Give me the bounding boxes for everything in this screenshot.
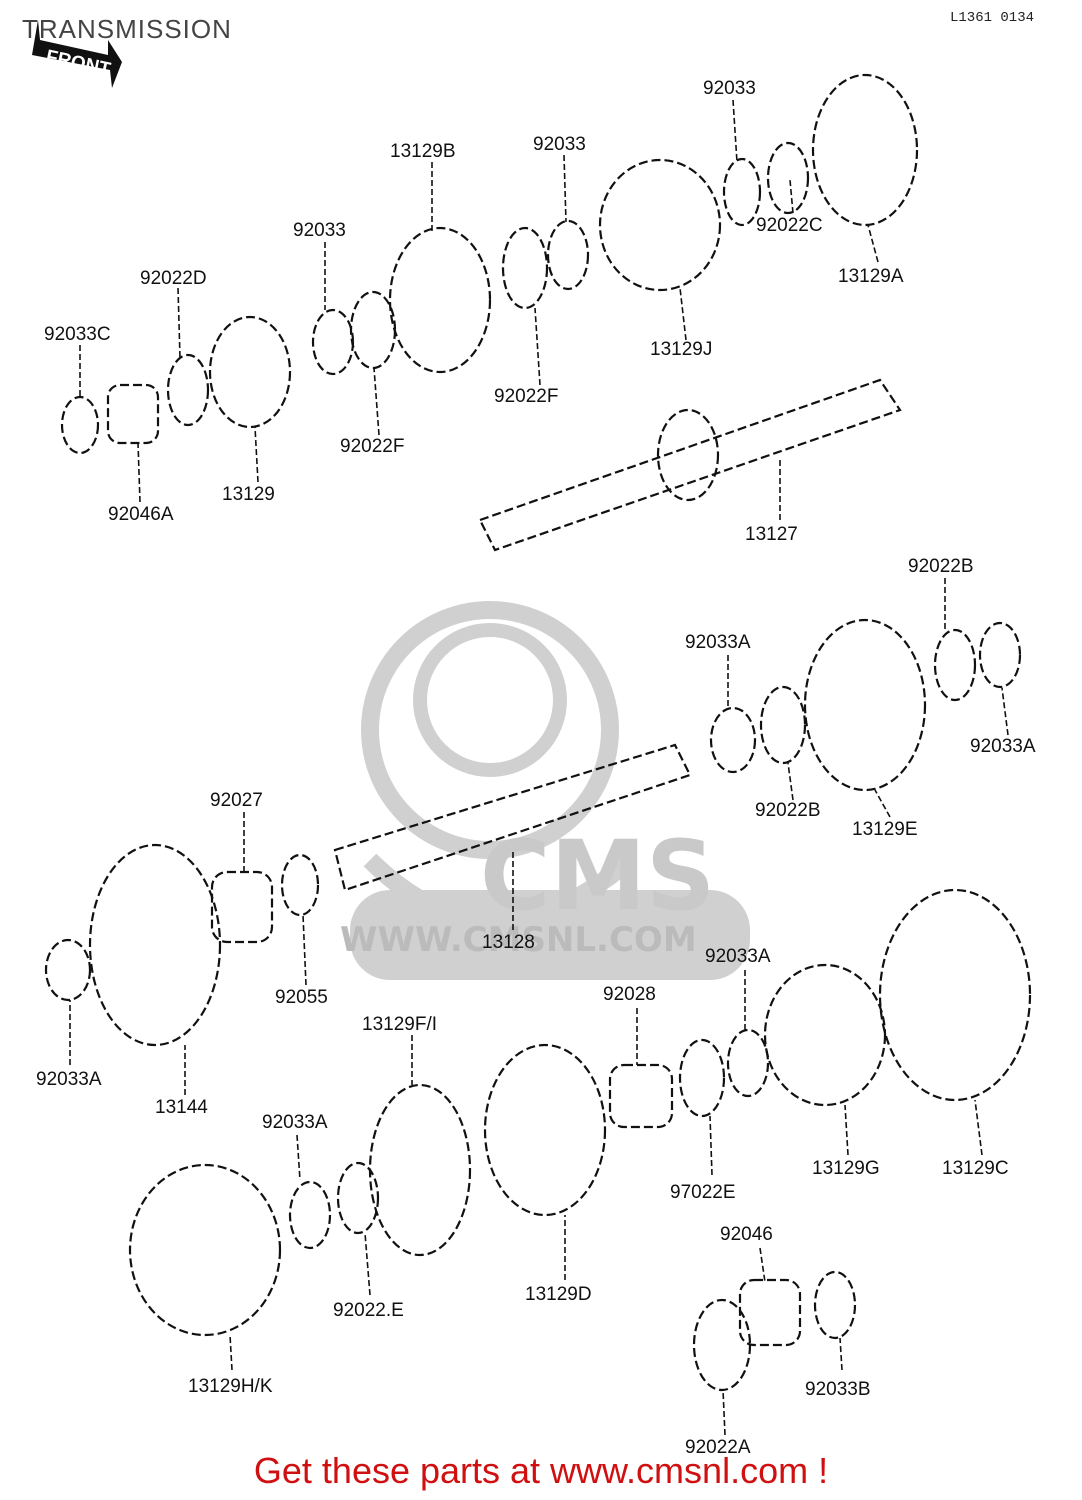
part-label: 13144 <box>155 1097 208 1118</box>
part-label: 13127 <box>745 524 798 545</box>
collar-92027-icon <box>210 870 274 944</box>
circlip-92033a-right-icon <box>978 621 1022 689</box>
gear-13129-icon <box>208 315 292 429</box>
needle-bearing-92046a-icon <box>106 383 160 445</box>
washer-92022f-a-icon <box>349 290 397 370</box>
gear-13129j-icon <box>598 158 722 292</box>
part-label: 13129G <box>812 1158 880 1179</box>
part-label: 92033A <box>262 1112 328 1133</box>
footer-cta-link[interactable]: Get these parts at www.cmsnl.com ! <box>253 1450 829 1491</box>
circlip-92033-a-icon <box>311 308 355 376</box>
bushing-92028-icon <box>608 1063 674 1129</box>
washer-97022e-icon <box>678 1038 726 1118</box>
circlip-92033c-icon <box>60 395 100 455</box>
circlip-92033a-mid-icon <box>726 1028 770 1098</box>
part-number-labels: 92033 13129B 92033 92033 92022D 92033C 9… <box>36 78 1036 1458</box>
shaft-13128-icon <box>333 743 692 892</box>
watermark-url: WWW.CMSNL.COM <box>340 920 697 960</box>
washer-92022b-b-icon <box>933 628 977 702</box>
part-label: 92022D <box>140 268 207 289</box>
watermark-logo: CMS <box>480 820 716 932</box>
gear-13129fi-icon <box>368 1083 472 1257</box>
washer-92022c-icon <box>766 141 810 215</box>
part-label: 92022B <box>755 800 821 821</box>
part-label: 92055 <box>275 987 328 1008</box>
part-label: 92033A <box>685 632 751 653</box>
part-label: 13129D <box>525 1284 592 1305</box>
gear-13129a-icon <box>811 73 919 227</box>
shaft-13127-icon <box>478 378 902 552</box>
part-label: 92033C <box>44 324 111 345</box>
gear-13129c-icon <box>878 888 1032 1102</box>
part-label: 13129J <box>650 339 712 360</box>
part-label: 13129B <box>390 141 456 162</box>
part-label: 92033 <box>703 78 756 99</box>
diagram-ref-code: L1361 0134 <box>950 10 1035 26</box>
washer-92022f-b-icon <box>501 226 549 310</box>
part-label: 92028 <box>603 984 656 1005</box>
part-label: 13129H/K <box>188 1376 273 1397</box>
gear-13129hk-icon <box>128 1163 282 1337</box>
front-arrow-icon: FRONT <box>32 20 122 88</box>
diagram-title: TRANSMISSION <box>22 14 232 44</box>
washer-92022a-icon <box>692 1298 752 1392</box>
needle-bearing-92046-icon <box>738 1278 802 1347</box>
circlip-92033a-lower-icon <box>288 1180 332 1250</box>
part-label: 92033A <box>970 736 1036 757</box>
sprocket-13144-icon <box>88 843 222 1047</box>
gear-13129b-icon <box>388 226 492 374</box>
part-label: 92033B <box>805 1379 871 1400</box>
part-label: 92033 <box>293 220 346 241</box>
circlip-92033a-left-icon <box>44 938 92 1002</box>
part-label: 97022E <box>670 1182 736 1203</box>
cmsnl-watermark-mascot <box>350 601 750 980</box>
washer-92022d-icon <box>166 353 210 427</box>
circlip-92033-b-icon <box>546 219 590 291</box>
part-label: 92033A <box>705 946 771 967</box>
circlip-92033-c-icon <box>722 157 762 227</box>
part-label: 92022C <box>756 215 823 236</box>
part-label: 92033 <box>533 134 586 155</box>
part-label: 13129C <box>942 1158 1009 1179</box>
oil-seal-92055-icon <box>280 853 320 917</box>
part-label: 92022.E <box>333 1300 404 1321</box>
part-label: 92033A <box>36 1069 102 1090</box>
part-label: 13129F/I <box>362 1014 437 1035</box>
part-label: 92022A <box>685 1437 751 1458</box>
circlip-92033a-upper-icon <box>709 706 757 774</box>
part-label: 13128 <box>482 932 535 953</box>
part-label: 92046 <box>720 1224 773 1245</box>
part-label: 13129A <box>838 266 904 287</box>
part-label: 13129E <box>852 819 918 840</box>
part-label: 13129 <box>222 484 275 505</box>
part-label: 92022F <box>494 386 558 407</box>
gear-13129e-icon <box>803 618 927 792</box>
gear-13129g-icon <box>763 963 887 1107</box>
leader-lines <box>69 99 1009 1436</box>
part-label: 92022F <box>340 436 404 457</box>
washer-92022e-a-icon <box>336 1161 380 1235</box>
gear-13129d-icon <box>483 1043 607 1217</box>
part-label: 92046A <box>108 504 174 525</box>
part-label: 92022B <box>908 556 974 577</box>
circlip-92033b-icon <box>813 1270 857 1340</box>
washer-92022b-a-icon <box>759 685 807 765</box>
part-label: 92027 <box>210 790 263 811</box>
